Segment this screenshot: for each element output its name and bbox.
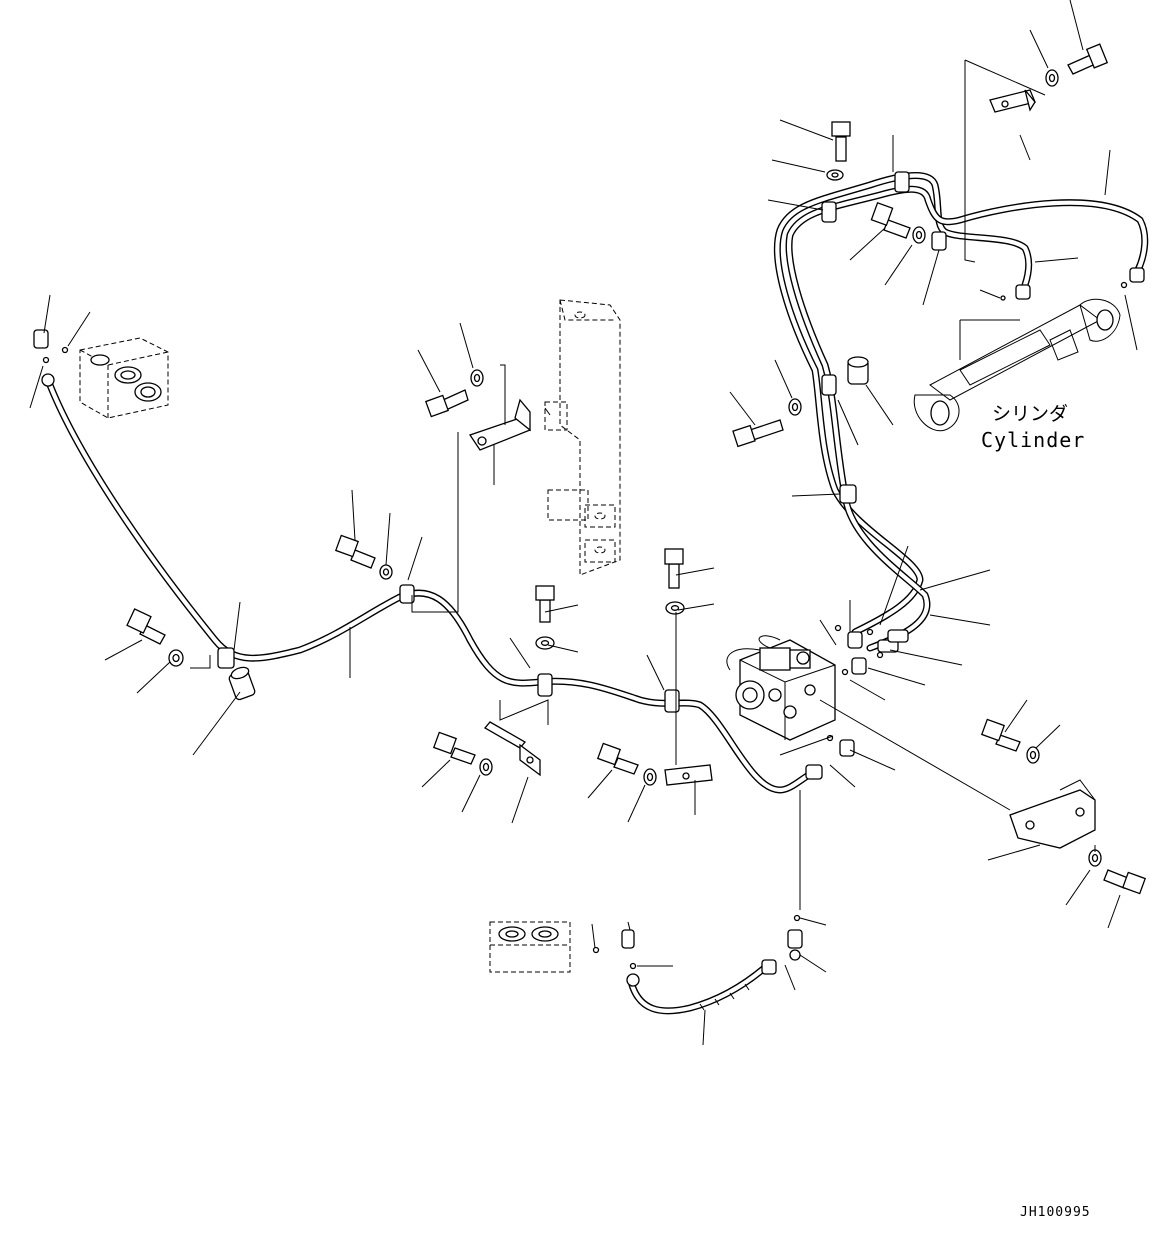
drawing-code: JH100995 xyxy=(1020,1205,1091,1220)
lower-port-block xyxy=(489,921,571,973)
washer xyxy=(643,768,657,786)
elbow-fitting xyxy=(621,929,640,987)
bolt xyxy=(334,534,376,569)
o-ring xyxy=(42,281,1128,970)
washer xyxy=(1088,849,1102,867)
clamp-bracket xyxy=(484,721,541,777)
elbow-fitting xyxy=(805,739,855,780)
washer xyxy=(479,758,493,776)
washer xyxy=(379,564,393,580)
washer xyxy=(788,398,802,416)
washer xyxy=(826,169,844,181)
elbow-fitting xyxy=(761,929,803,975)
bolt xyxy=(870,201,911,239)
bolt xyxy=(432,731,476,765)
washer xyxy=(665,601,685,615)
hose-clamp xyxy=(894,171,910,193)
hose-clamp xyxy=(821,201,837,223)
clamp-bracket xyxy=(664,764,713,786)
bolt xyxy=(664,548,684,589)
left-port-block xyxy=(79,337,169,419)
fasteners xyxy=(33,43,1147,987)
callout-leaders xyxy=(29,0,1138,1046)
cylinder-label-japanese: シリンダ xyxy=(992,403,1068,425)
hose-clamp xyxy=(931,231,947,251)
cylinder-label-english: Cylinder xyxy=(981,428,1085,452)
control-valve xyxy=(726,635,836,741)
clamp-bracket xyxy=(989,89,1036,113)
bolt xyxy=(980,718,1021,752)
bolt xyxy=(732,419,784,448)
washer xyxy=(168,649,184,667)
hose-clamp xyxy=(839,484,857,504)
bolt xyxy=(1067,43,1109,75)
hose-clamp xyxy=(217,647,235,669)
elbow-fitting xyxy=(847,629,909,675)
washer xyxy=(1045,69,1059,87)
bolt xyxy=(424,389,469,418)
lower-hose-assembly xyxy=(628,961,772,1015)
washer xyxy=(1026,746,1040,764)
upper-hose-assembly xyxy=(773,172,1149,652)
washer xyxy=(535,636,555,650)
elbow-fitting xyxy=(1015,267,1145,300)
mounting-plate xyxy=(1009,779,1096,849)
bolt xyxy=(535,585,555,623)
bolt xyxy=(1103,869,1147,895)
washer xyxy=(470,369,484,387)
hose-clamp xyxy=(399,584,415,604)
assembly-guide-lines xyxy=(190,59,1096,910)
washer xyxy=(912,226,926,244)
hose-clamp xyxy=(821,374,837,396)
hose-clamp xyxy=(537,673,553,697)
bolt xyxy=(831,121,851,162)
main-hose-assembly xyxy=(46,381,816,794)
elbow-fitting xyxy=(33,329,55,387)
hydraulic-cylinder xyxy=(913,295,1121,432)
spacer xyxy=(847,356,869,385)
hose-clamp xyxy=(664,689,680,713)
bolt xyxy=(126,608,166,645)
bolt xyxy=(596,742,639,775)
spacer xyxy=(228,666,256,701)
clamp-bracket xyxy=(468,398,532,451)
tall-mounting-bracket xyxy=(544,299,621,576)
